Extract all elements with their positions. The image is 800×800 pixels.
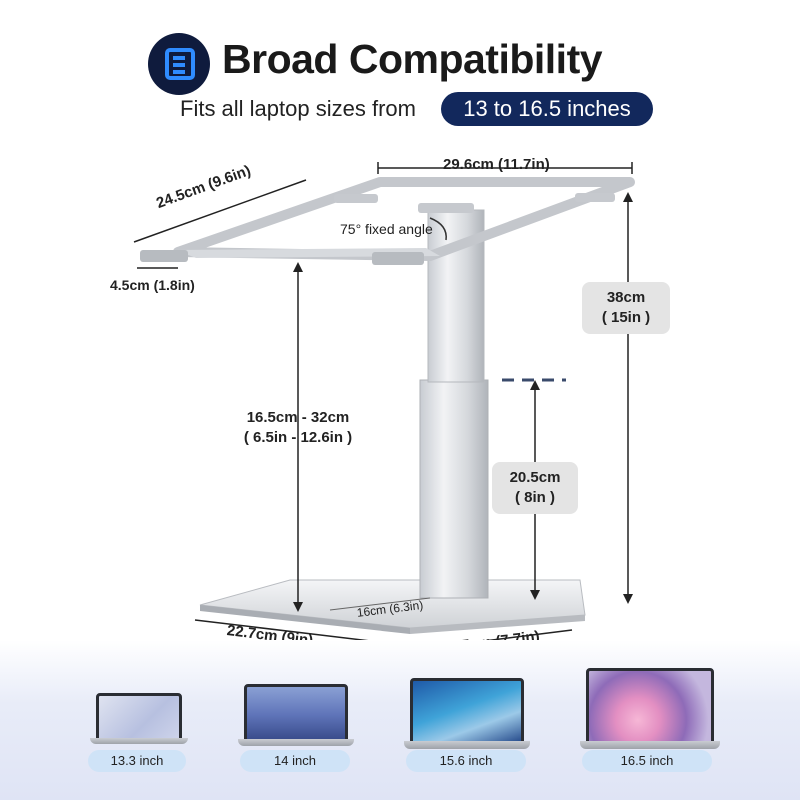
header: Broad Compatibility [0,28,800,95]
adjust-range-cm: 16.5cm - 32cm [246,409,350,426]
top-width-label: 29.6cm (11.7in) [443,156,550,173]
laptop-16-label: 16.5 inch [582,750,712,772]
size-range-badge: 13 to 16.5 inches [441,92,653,126]
lip-label: 4.5cm (1.8in) [110,277,195,293]
laptop-15-label: 15.6 inch [406,750,526,772]
total-height-tag: 38cm ( 15in ) [582,282,670,334]
lift-tag: 20.5cm ( 8in ) [492,462,578,514]
total-height-cm: 38cm [606,289,646,306]
page-title: Broad Compatibility [222,36,603,82]
adjust-range-in: ( 6.5in - 12.6in ) [243,429,353,446]
angle-label: 75° fixed angle [340,221,433,237]
laptop-14-label: 14 inch [240,750,350,772]
lift-cm: 20.5cm [509,469,561,486]
adjust-range-label: 16.5cm - 32cm ( 6.5in - 12.6in ) [223,408,373,448]
subtitle: Fits all laptop sizes from [180,96,416,121]
compatibility-logo-icon [148,33,210,95]
laptop-13-label: 13.3 inch [88,750,186,772]
lift-in: ( 8in ) [515,489,555,506]
total-height-in: ( 15in ) [601,309,651,326]
